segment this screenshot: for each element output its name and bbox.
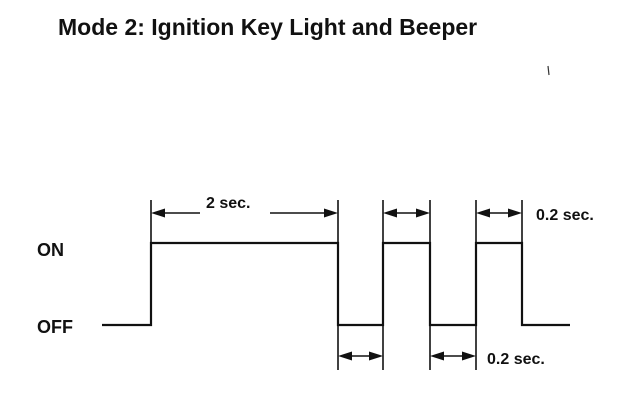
pulse-off-label: 0.2 sec.: [487, 351, 545, 368]
pulse-off-dimension: [430, 351, 476, 361]
pulse-on-dimension: [383, 208, 430, 218]
off-level-label: OFF: [37, 317, 73, 337]
diagram-title: Mode 2: Ignition Key Light and Beeper: [58, 14, 477, 40]
pulse-off-dimension: [338, 351, 383, 361]
label-mask: [200, 193, 270, 215]
on-level-label: ON: [37, 240, 64, 260]
pulse-on-label: 0.2 sec.: [536, 207, 594, 224]
scan-speck: [547, 65, 550, 76]
pulse-on-dimension: [476, 208, 522, 218]
on-duration-label: 2 sec.: [206, 195, 250, 212]
signal-waveform: [102, 241, 570, 327]
